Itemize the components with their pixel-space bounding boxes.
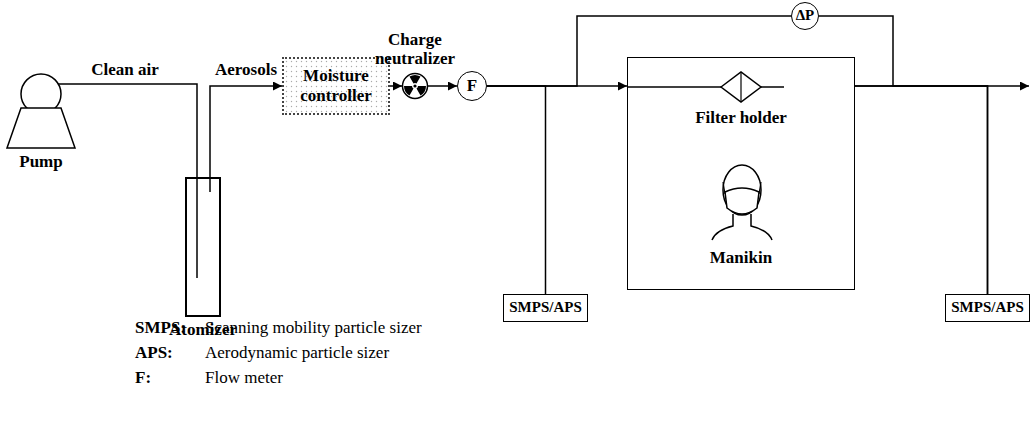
node-label: F xyxy=(467,76,477,96)
pump-icon: Pump xyxy=(5,72,77,148)
node-label: ΔP xyxy=(796,7,815,24)
flow-line xyxy=(428,85,457,87)
pump-icon-outline xyxy=(5,72,77,148)
filter-manikin-chamber: Filter holderManikin xyxy=(627,57,855,290)
instrument-box: SMPS/APS xyxy=(503,294,588,322)
abbreviation: F: xyxy=(135,368,151,388)
moisture-controller-box: Moisture controller xyxy=(282,57,390,115)
atomizer-vessel-outline xyxy=(186,178,220,316)
node-label: SMPS/APS xyxy=(509,299,582,316)
flow-label: Clean air xyxy=(89,60,161,80)
flow-line xyxy=(855,86,988,294)
node-label: Manikin xyxy=(628,248,854,268)
pressure-gauge-circle: ΔP xyxy=(791,2,819,30)
charge-neutralizer-outline xyxy=(402,73,428,99)
flow-line xyxy=(390,85,402,87)
abbreviation-meaning: Aerodynamic particle sizer xyxy=(205,343,389,363)
abbreviation-meaning: Scanning mobility particle sizer xyxy=(205,318,422,338)
flow-label: Aerosols xyxy=(213,60,279,80)
node-label: Charge neutralizer xyxy=(360,30,470,69)
abbreviation: SMPS: xyxy=(135,318,186,338)
flow-line xyxy=(487,86,546,294)
node-label: SMPS/APS xyxy=(951,299,1024,316)
node-label: Moisture controller xyxy=(284,66,388,105)
node-label: Filter holder xyxy=(628,108,854,128)
atomizer-vessel: Atomizer xyxy=(186,178,220,316)
charge-neutralizer: Charge neutralizer xyxy=(402,73,428,99)
instrument-box: SMPS/APS xyxy=(945,294,1030,322)
flow-meter-circle: F xyxy=(457,71,487,101)
flow-line xyxy=(210,86,282,178)
abbreviation-meaning: Flow meter xyxy=(205,368,283,388)
node-label: Pump xyxy=(19,152,62,172)
flow-line xyxy=(58,84,197,178)
abbreviation: APS: xyxy=(135,343,173,363)
